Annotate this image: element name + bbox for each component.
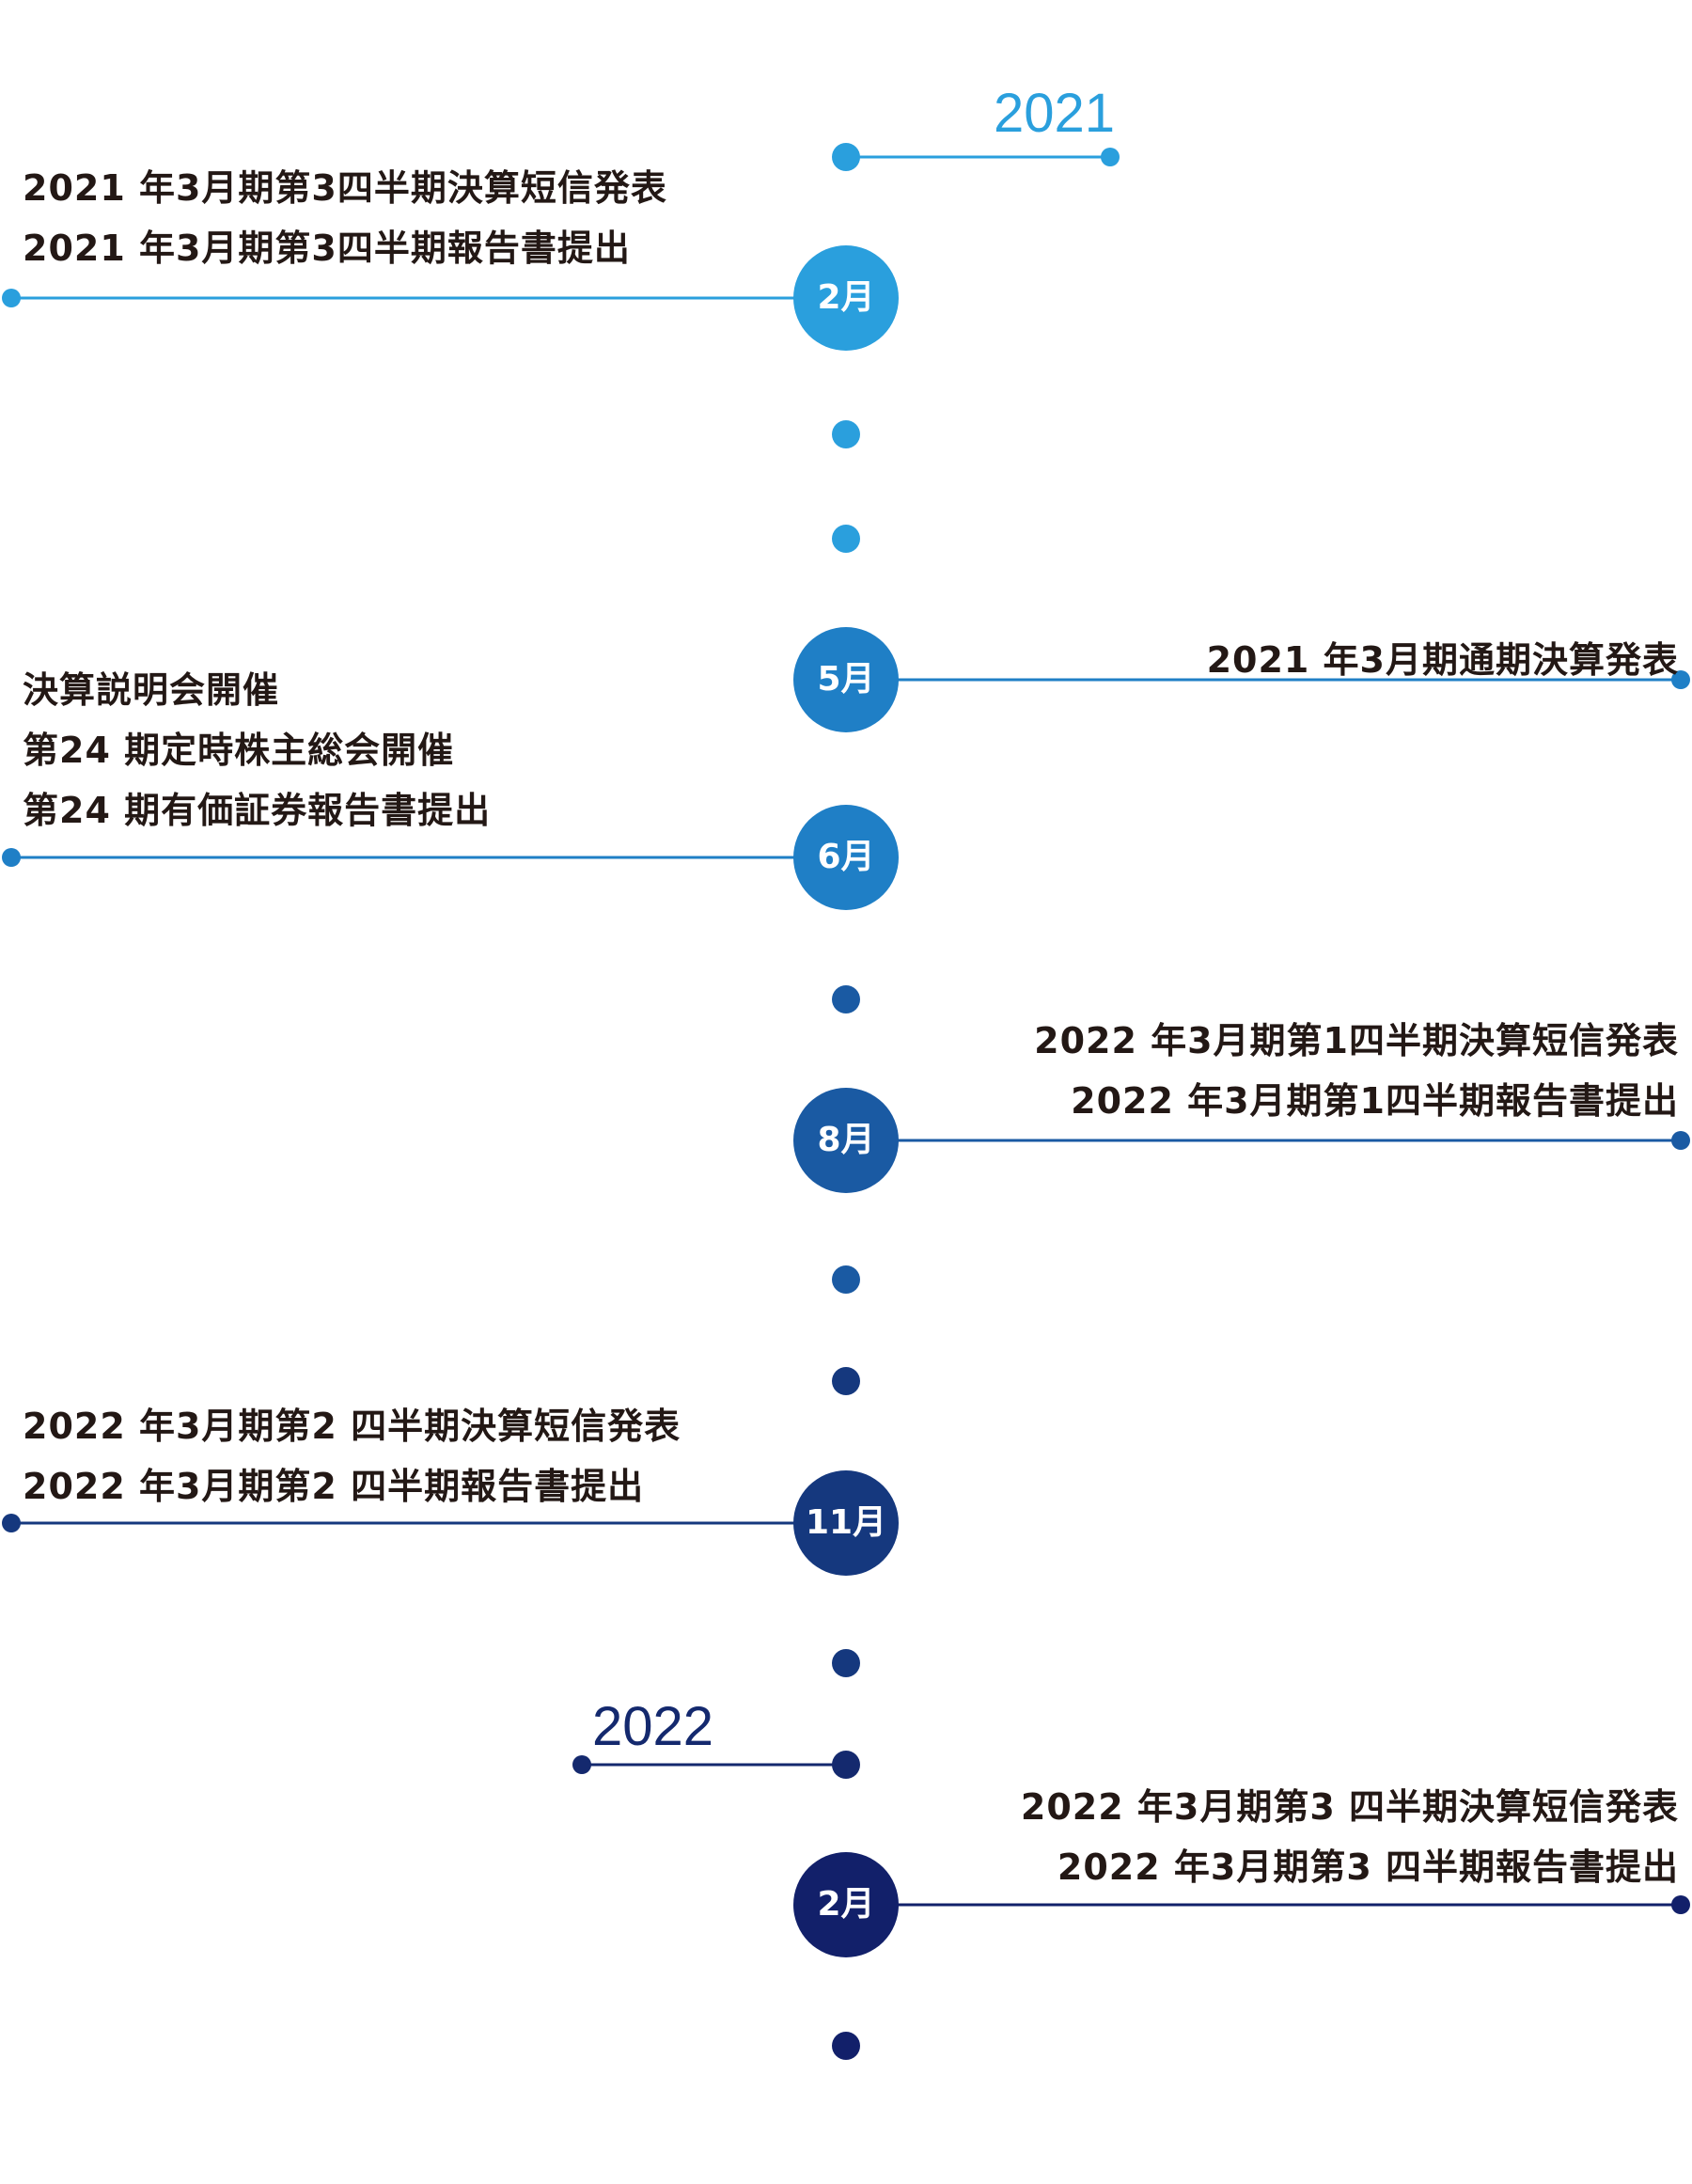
- event-label-line: 第24 期有価証券報告書提出: [23, 790, 492, 831]
- event-label-line: 2022 年3月期第2 四半期報告書提出: [23, 1466, 645, 1507]
- axis-dot: [832, 525, 860, 553]
- event-label-line: 2022 年3月期第3 四半期報告書提出: [1057, 1846, 1679, 1888]
- event-label-line: 2022 年3月期第1四半期報告書提出: [1071, 1080, 1679, 1122]
- month-label: 8月: [817, 1121, 875, 1159]
- event-label: 2021 年3月期通期決算発表: [1207, 630, 1679, 690]
- event-label-line: 2021 年3月期第3四半期決算短信発表: [23, 167, 667, 209]
- event-label: 2022 年3月期第3 四半期決算短信発表 2022 年3月期第3 四半期報告書提…: [1021, 1777, 1679, 1897]
- month-circle: [793, 805, 899, 910]
- event-end-dot: [1671, 1895, 1690, 1914]
- year-axis-dot: [832, 1751, 860, 1779]
- month-label: 2月: [817, 278, 875, 317]
- event-end-dot: [2, 1514, 21, 1532]
- axis-dot: [832, 1367, 860, 1395]
- month-circle: [793, 1088, 899, 1193]
- event-label-line: 第24 期定時株主総会開催: [23, 730, 455, 771]
- event-label-line: 2022 年3月期第1四半期決算短信発表: [1034, 1020, 1679, 1061]
- month-circle: [793, 1470, 899, 1576]
- event-end-dot: [1671, 670, 1690, 689]
- month-circle: [793, 1852, 899, 1957]
- axis-dot: [832, 1265, 860, 1294]
- month-circle: [793, 627, 899, 732]
- event-label: 2022 年3月期第1四半期決算短信発表 2022 年3月期第1四半期報告書提出: [1034, 1011, 1679, 1131]
- event-label-line: 2022 年3月期第3 四半期決算短信発表: [1020, 1786, 1679, 1828]
- event-label-line: 決算説明会開催: [23, 669, 280, 711]
- month-label: 2月: [817, 1885, 875, 1924]
- event-label-line: 2021 年3月期第3四半期報告書提出: [23, 228, 631, 269]
- month-label: 6月: [817, 838, 875, 876]
- axis-dot: [832, 1649, 860, 1677]
- event-end-dot: [2, 848, 21, 867]
- month-circle: [793, 245, 899, 351]
- year-axis-dot: [832, 143, 860, 171]
- axis-dot: [832, 985, 860, 1013]
- event-label: 2022 年3月期第2 四半期決算短信発表 2022 年3月期第2 四半期報告書提…: [23, 1396, 681, 1516]
- year-end-dot: [572, 1755, 591, 1774]
- event-label: 2021 年3月期第3四半期決算短信発表 2021 年3月期第3四半期報告書提出: [23, 158, 667, 278]
- year-label: 2022: [592, 1696, 714, 1757]
- month-label: 11月: [805, 1503, 887, 1542]
- axis-dot: [832, 2032, 860, 2060]
- event-end-dot: [1671, 1131, 1690, 1150]
- event-label-line: 2022 年3月期第2 四半期決算短信発表: [23, 1406, 682, 1447]
- year-label: 2021: [994, 83, 1116, 144]
- event-label: 決算説明会開催第24 期定時株主総会開催第24 期有価証券報告書提出: [23, 660, 491, 841]
- year-end-dot: [1101, 148, 1120, 166]
- event-label-line: 2021 年3月期通期決算発表: [1206, 639, 1679, 681]
- event-end-dot: [2, 289, 21, 307]
- month-label: 5月: [817, 660, 875, 699]
- axis-dot: [832, 420, 860, 448]
